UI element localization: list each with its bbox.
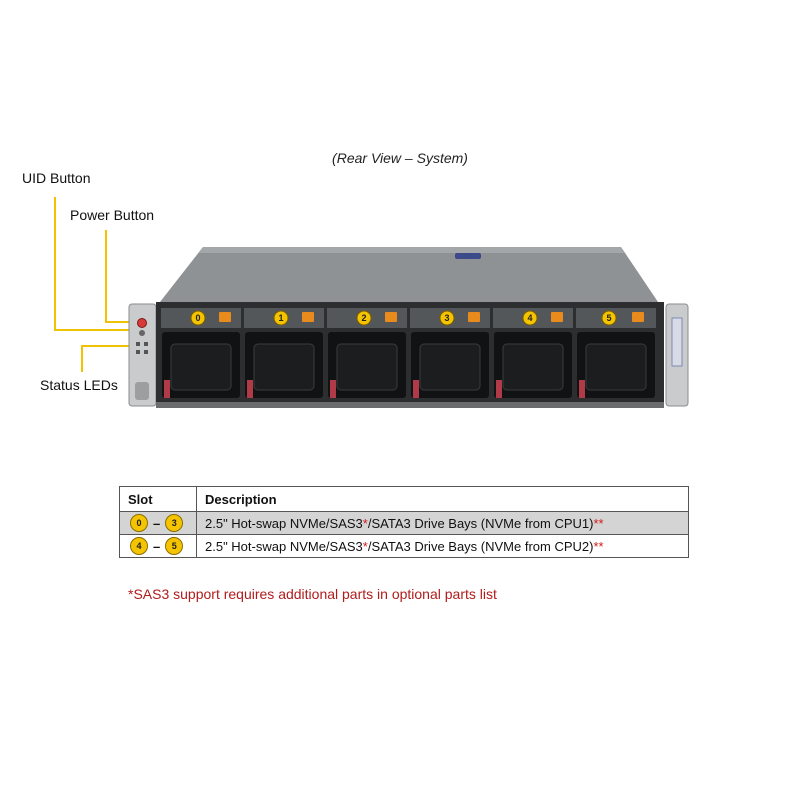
bay-release-button: [468, 312, 480, 322]
table-row: 0–3 2.5" Hot-swap NVMe/SAS3*/SATA3 Drive…: [119, 511, 689, 535]
bay-number-badge: [439, 310, 455, 326]
description-text-part2: /SATA3 Drive Bays (NVMe from CPU1): [367, 515, 594, 531]
power-leader-line: [105, 230, 136, 323]
slot-start-badge: 4: [130, 537, 148, 555]
bay-number: 2: [361, 313, 366, 323]
bay-pull-handle: [579, 380, 585, 398]
bay-number: 3: [444, 313, 449, 323]
bay-pull-handle: [413, 380, 419, 398]
uid-button-label: UID Button: [22, 170, 91, 186]
status-led-2: [144, 342, 148, 346]
sas3-footnote-mark: *: [362, 515, 368, 531]
description-cell: 2.5" Hot-swap NVMe/SAS3*/SATA3 Drive Bay…: [196, 534, 689, 558]
drive-bay-5: 5: [576, 308, 656, 398]
bay-release-button: [219, 312, 231, 322]
bay-number-badge: [190, 310, 206, 326]
drive-bay-group: 0 1 2 3: [161, 308, 656, 398]
slot-start-badge: 0: [130, 514, 148, 532]
slot-description-table: Slot Description 0–3 2.5" Hot-swap NVMe/…: [119, 486, 689, 558]
callout-leader-lines: [54, 197, 136, 372]
description-text-part1: 2.5" Hot-swap NVMe/SAS3: [205, 538, 363, 554]
power-button: [139, 330, 145, 336]
bay-release-button: [551, 312, 563, 322]
table-header-row: Slot Description: [119, 486, 689, 512]
slot-range-dash: –: [153, 515, 161, 531]
nvme-footnote-mark: **: [593, 515, 604, 531]
bay-release-button: [302, 312, 314, 322]
drive-bay-4: 4: [493, 308, 573, 398]
bay-number: 1: [278, 313, 283, 323]
bay-release-button: [385, 312, 397, 322]
drive-bay-1: 1: [244, 308, 324, 398]
chassis-latch: [455, 253, 481, 259]
uid-button: [137, 318, 147, 328]
sas3-footnote-mark: *: [362, 538, 368, 554]
status-led-4: [144, 350, 148, 354]
status-led-3: [136, 350, 140, 354]
status-led-1: [136, 342, 140, 346]
drive-bay-3: 3: [410, 308, 490, 398]
bay-number-badge: [522, 310, 538, 326]
chassis-top-cover: [160, 247, 658, 302]
bay-number-badge: [273, 310, 289, 326]
bay-pull-handle: [164, 380, 170, 398]
drive-bay-2: 2: [327, 308, 407, 398]
description-text-part1: 2.5" Hot-swap NVMe/SAS3: [205, 515, 363, 531]
slot-column-header: Slot: [119, 486, 197, 512]
bay-number: 4: [527, 313, 532, 323]
description-column-header: Description: [196, 486, 689, 512]
uid-leader-line: [54, 197, 132, 331]
slot-end-badge: 3: [165, 514, 184, 532]
bay-release-button: [632, 312, 644, 322]
bay-pull-handle: [247, 380, 253, 398]
description-cell: 2.5" Hot-swap NVMe/SAS3*/SATA3 Drive Bay…: [196, 511, 689, 535]
drive-bay-0: 0: [161, 308, 241, 398]
server-rear-view-illustration: 0 1 2 3: [54, 197, 689, 408]
bay-number-badge: [601, 310, 617, 326]
slot-end-badge: 5: [165, 537, 184, 555]
slot-cell: 0–3: [119, 511, 197, 535]
status-leds-label: Status LEDs: [40, 377, 118, 393]
sas3-footnote: *SAS3 support requires additional parts …: [128, 586, 497, 602]
bay-pull-handle: [330, 380, 336, 398]
slot-cell: 4–5: [119, 534, 197, 558]
slot-range-dash: –: [153, 538, 161, 554]
bay-number-badge: [356, 310, 372, 326]
view-caption: (Rear View – System): [332, 150, 468, 166]
bay-number: 5: [606, 313, 611, 323]
status-leader-line: [81, 345, 136, 372]
power-button-label: Power Button: [70, 207, 155, 223]
description-text-part2: /SATA3 Drive Bays (NVMe from CPU2): [367, 538, 594, 554]
bay-number: 0: [195, 313, 200, 323]
bay-pull-handle: [496, 380, 502, 398]
table-row: 4–5 2.5" Hot-swap NVMe/SAS3*/SATA3 Drive…: [119, 534, 689, 558]
nvme-footnote-mark: **: [593, 538, 604, 554]
